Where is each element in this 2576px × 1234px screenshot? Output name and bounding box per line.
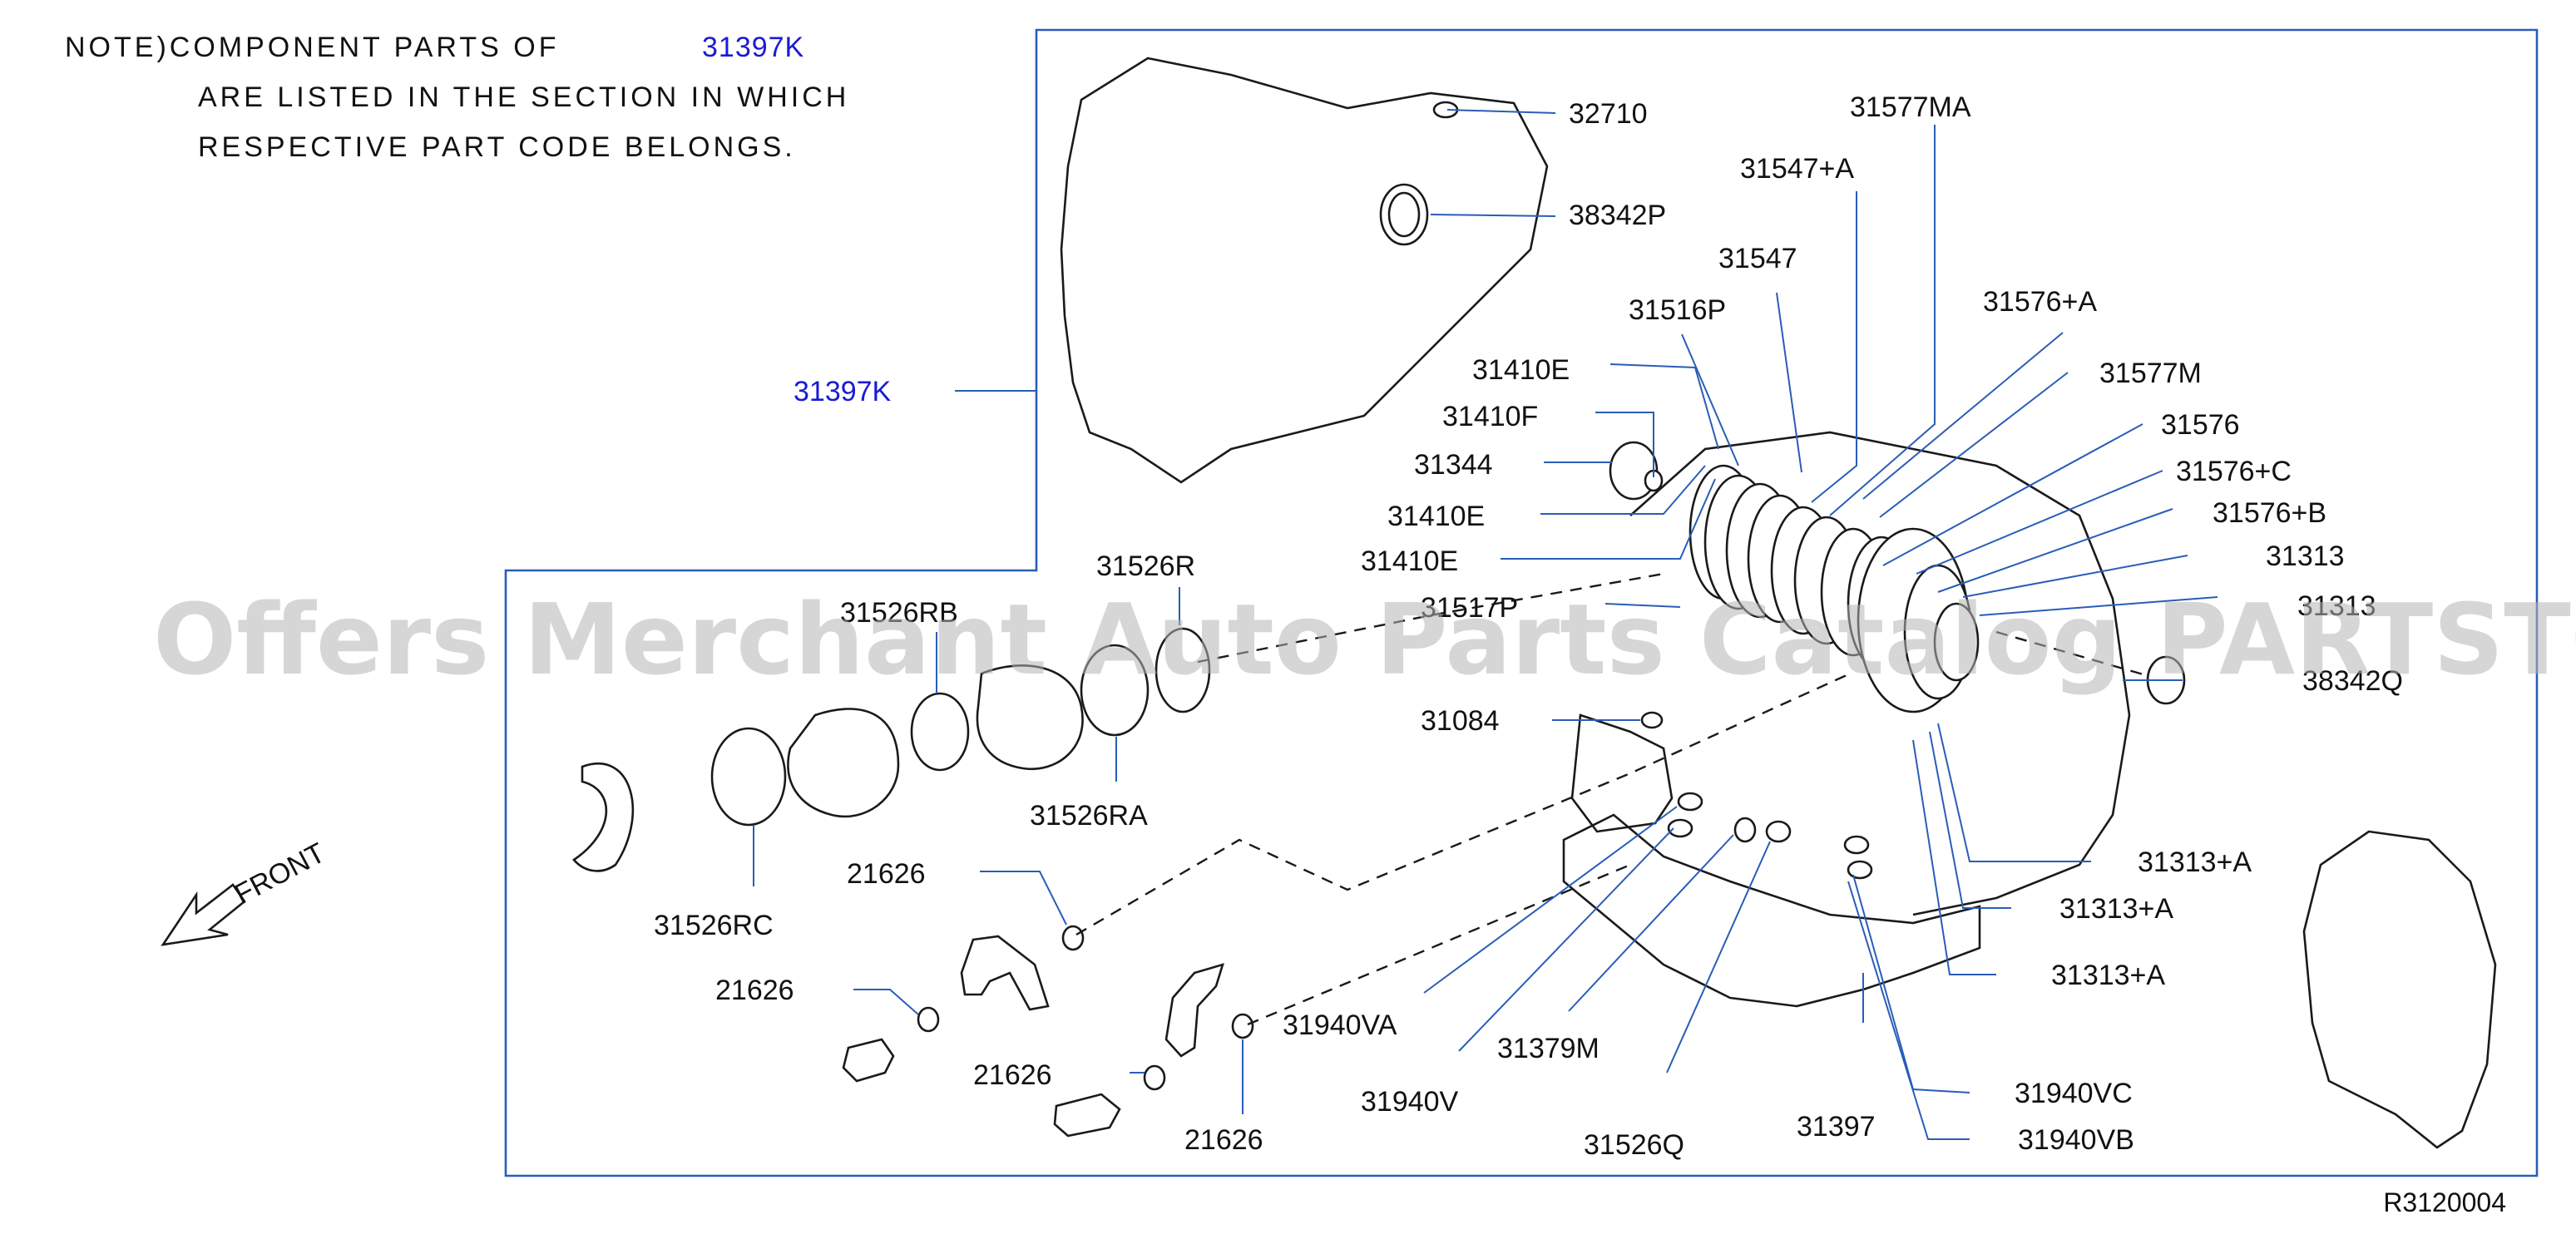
piston-31526RC: [787, 708, 900, 818]
part-label-31526Q[interactable]: 31526Q: [1584, 1129, 1684, 1161]
part-label-31313-1[interactable]: 31313: [2266, 540, 2345, 572]
small-hardware: [842, 711, 1873, 1138]
part-label-31410E-1[interactable]: 31410E: [1472, 354, 1570, 386]
note-line-3: RESPECTIVE PART CODE BELONGS.: [198, 131, 796, 163]
seal-38342P-inner: [1387, 191, 1421, 238]
part-label-31410F[interactable]: 31410F: [1442, 401, 1538, 432]
part-label-31940VC[interactable]: 31940VC: [2015, 1078, 2133, 1109]
part-label-31526RC[interactable]: 31526RC: [654, 910, 774, 941]
clutch-pack: [1609, 441, 1980, 713]
part-label-31516P[interactable]: 31516P: [1629, 294, 1726, 326]
part-label-31313-2[interactable]: 31313: [2297, 590, 2376, 622]
assembly-frame: [504, 28, 2539, 1177]
part-label-31576B[interactable]: 31576+B: [2213, 497, 2326, 529]
oil-pan-outline: [1562, 813, 1981, 1008]
part-label-21626-2[interactable]: 21626: [715, 975, 794, 1006]
part-label-31084[interactable]: 31084: [1421, 705, 1500, 737]
rear-cover-outline: [2302, 830, 2497, 1149]
part-labels: 32710 38342P 31397K 31577MA 31547+A 3154…: [654, 91, 2403, 1161]
rear-case-outline: [1629, 431, 2131, 916]
part-label-32710[interactable]: 32710: [1569, 98, 1648, 130]
part-label-31397K[interactable]: 31397K: [794, 376, 892, 407]
part-label-31940VB[interactable]: 31940VB: [2018, 1124, 2134, 1156]
part-label-31547A[interactable]: 31547+A: [1740, 153, 1854, 185]
part-label-31526RA[interactable]: 31526RA: [1030, 800, 1148, 832]
front-direction-arrow: FRONT: [161, 837, 330, 946]
ring-31526RA: [1080, 644, 1150, 737]
dashed-route-2: [1247, 863, 1631, 1026]
part-label-38342Q[interactable]: 38342Q: [2302, 665, 2403, 697]
watermark-text: Offers Merchant Auto Parts Catalog PARTS…: [153, 582, 2576, 697]
diagram-reference-code: R3120004: [2383, 1187, 2506, 1217]
part-label-31576[interactable]: 31576: [2161, 409, 2240, 441]
note-ref-link[interactable]: 31397K: [702, 32, 805, 63]
part-label-21626-1[interactable]: 21626: [847, 858, 926, 890]
part-label-31313A-1[interactable]: 31313+A: [2138, 847, 2252, 878]
part-label-31576C[interactable]: 31576+C: [2176, 456, 2292, 487]
part-label-31526RB[interactable]: 31526RB: [840, 597, 958, 629]
part-label-31576A[interactable]: 31576+A: [1983, 286, 2097, 318]
valve-body-outline: [1570, 713, 1674, 833]
transmission-case-outline: [1060, 57, 1549, 484]
part-label-21626-3[interactable]: 21626: [973, 1059, 1052, 1091]
dashed-route-4: [1995, 630, 2147, 677]
part-label-21626-4[interactable]: 21626: [1184, 1124, 1263, 1156]
part-label-31410E-2[interactable]: 31410E: [1387, 501, 1485, 532]
snap-ring-31526RC: [572, 763, 635, 872]
front-label: FRONT: [230, 837, 330, 911]
part-label-31379M[interactable]: 31379M: [1497, 1033, 1599, 1064]
part-label-31517P[interactable]: 31517P: [1421, 592, 1518, 624]
dashed-route-1: [1075, 674, 1847, 936]
note-prefix: NOTE)COMPONENT PARTS OF: [65, 32, 560, 63]
part-label-31313A-2[interactable]: 31313+A: [2059, 893, 2173, 925]
piston-31526RB: [976, 664, 1084, 771]
part-label-31526R[interactable]: 31526R: [1096, 550, 1195, 582]
part-label-31940V[interactable]: 31940V: [1361, 1086, 1459, 1118]
part-label-31547[interactable]: 31547: [1718, 243, 1797, 274]
part-label-31577MA[interactable]: 31577MA: [1850, 91, 1971, 123]
part-label-31577M[interactable]: 31577M: [2099, 358, 2202, 389]
part-label-38342P[interactable]: 38342P: [1569, 200, 1666, 231]
note-line-1: NOTE)COMPONENT PARTS OF: [65, 32, 559, 64]
part-label-31940VA[interactable]: 31940VA: [1283, 1009, 1397, 1041]
part-label-31410E-3[interactable]: 31410E: [1361, 545, 1458, 577]
note-line-2: ARE LISTED IN THE SECTION IN WHICH: [198, 81, 850, 113]
ring-31526RB: [910, 692, 970, 772]
ring-31526RC: [710, 727, 787, 827]
ring-31526R: [1155, 627, 1211, 713]
part-label-31344[interactable]: 31344: [1414, 449, 1493, 481]
part-label-31397[interactable]: 31397: [1797, 1111, 1876, 1143]
part-label-31313A-3[interactable]: 31313+A: [2051, 960, 2165, 991]
leader-lines: [753, 109, 2218, 1140]
